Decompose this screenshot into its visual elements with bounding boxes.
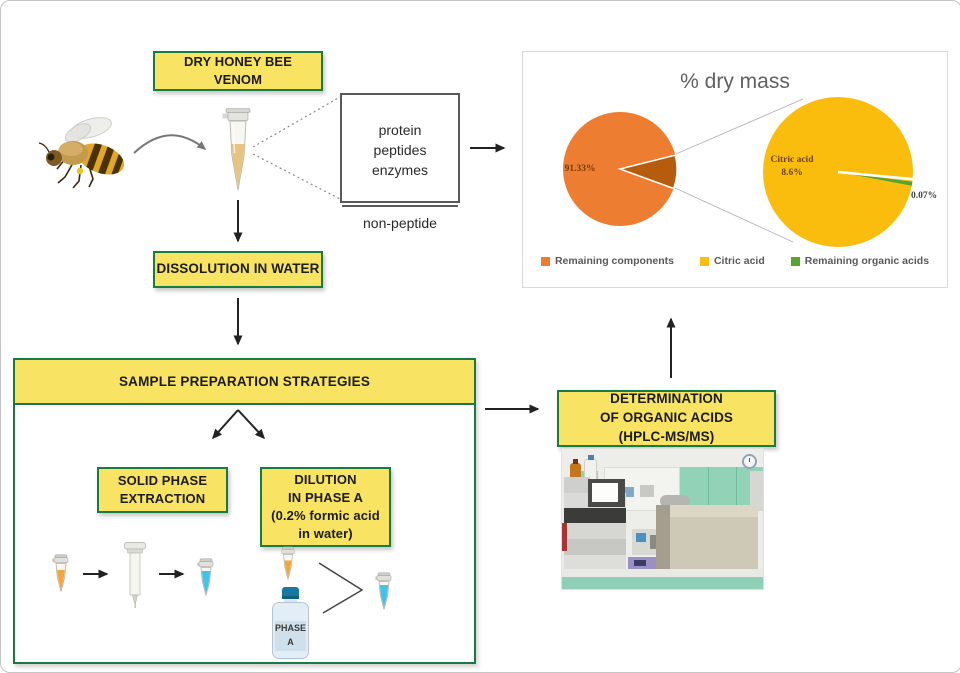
bee-icon [38,117,129,189]
sample-preparation-title: SAMPLE PREPARATION STRATEGIES [15,360,474,405]
bee-antenna [38,142,50,153]
bottle-label-area [275,621,306,651]
chart-panel: % dry mass 91.33% Citric acid 8.6% 0.07%… [522,51,948,288]
reagent-bottle-amber [570,463,581,485]
shelf-item-blue [622,487,634,497]
dilution-sample-tube-icon [281,546,295,580]
bottle-label-text: PHASE A [274,623,306,647]
clock-hand [749,458,750,462]
hplc-module [564,539,626,556]
label-remaining-components-pct: 91.33% [564,164,596,174]
legend-swatch-green [790,256,800,266]
label-remaining-organic-pct: 0.07% [911,191,938,201]
clutter-gray [650,535,658,549]
series-connector-bottom [674,187,794,243]
mass-spec-left-end [656,505,670,571]
bee-pollen-basket [76,167,84,175]
arrow-bee-to-tube [133,134,207,154]
cabinet-seam [708,467,709,509]
venom-components-box: protein peptides enzymes non-peptide [340,93,460,231]
hplc-module-dark [564,508,626,523]
legend-label: Citric acid [713,255,765,267]
analyzer-screen [634,560,646,566]
dashed-connector-bottom [252,153,341,200]
legend-item-remaining-components: Remaining components [540,255,674,267]
bottle-cap [282,587,299,596]
box-determination-organic-acids: DETERMINATION OF ORGANIC ACIDS (HPLC-MS/… [557,390,776,447]
phase-a-bottle-icon: PHASE A [272,587,309,659]
legend-item-citric-acid: Citric acid [699,255,765,267]
sample-preparation-panel: SAMPLE PREPARATION STRATEGIES [13,358,476,664]
box-dissolution-in-water: DISSOLUTION IN WATER [153,251,323,288]
legend-item-remaining-organic-acids: Remaining organic acids [790,255,930,267]
bottle-neck [284,599,297,603]
box-dilution-in-phase-a: DILUTION IN PHASE A (0.2% formic acid in… [260,467,391,547]
cabinets-green [680,467,763,509]
bee-eye [47,153,55,161]
chart-legend: Remaining components Citric acid Remaini… [523,255,947,267]
series-connector-top [675,98,804,155]
mass-spec-lid [656,505,758,517]
bee-thorax-fuzz [59,142,83,156]
legend-label: Remaining organic acids [804,255,930,267]
box-dry-honey-bee-venom: DRY HONEY BEE VENOM [153,51,323,91]
cabinet-gray-right [750,471,763,511]
spe-input-tube-icon [52,554,69,592]
bee-wing-rear [64,123,92,143]
secondary-pie-slice-gap [837,170,913,181]
hplc-module [564,523,626,540]
cabinet-seam [736,467,737,509]
mass-spec-top-cylinder [660,495,690,507]
amber-bottle-cap [573,459,578,464]
legend-swatch-orange [540,256,550,266]
box-solid-phase-extraction: SOLID PHASE EXTRACTION [97,467,228,513]
spe-column-icon [124,542,146,608]
main-pie-organic-acids-slice [617,154,678,190]
dilution-output-tube-icon [375,572,392,610]
clutter-blue [636,533,646,542]
shelf-item-gray [640,485,654,497]
red-canister [562,523,567,551]
white-bottle-cap [588,455,594,460]
legend-label: Remaining components [554,255,674,267]
venom-tube-icon [222,108,251,191]
chart-title: % dry mass [680,70,790,93]
spe-output-tube-icon [197,558,214,596]
monitor-screen [592,483,618,502]
legend-swatch-yellow [699,256,709,266]
lab-photo [561,448,764,590]
label-citric-acid-pct: Citric acid 8.6% [770,155,814,178]
dashed-connector-top [252,96,341,148]
hplc-module-top [564,477,590,493]
under-bench-cabinets [562,577,763,589]
bottle-cap-band [282,596,299,599]
hplc-module [564,555,626,573]
secondary-pie-organic-slice [838,172,913,186]
components-peptide-section: protein peptides enzymes [371,122,429,178]
components-non-peptide-section: non-peptide [342,205,458,239]
